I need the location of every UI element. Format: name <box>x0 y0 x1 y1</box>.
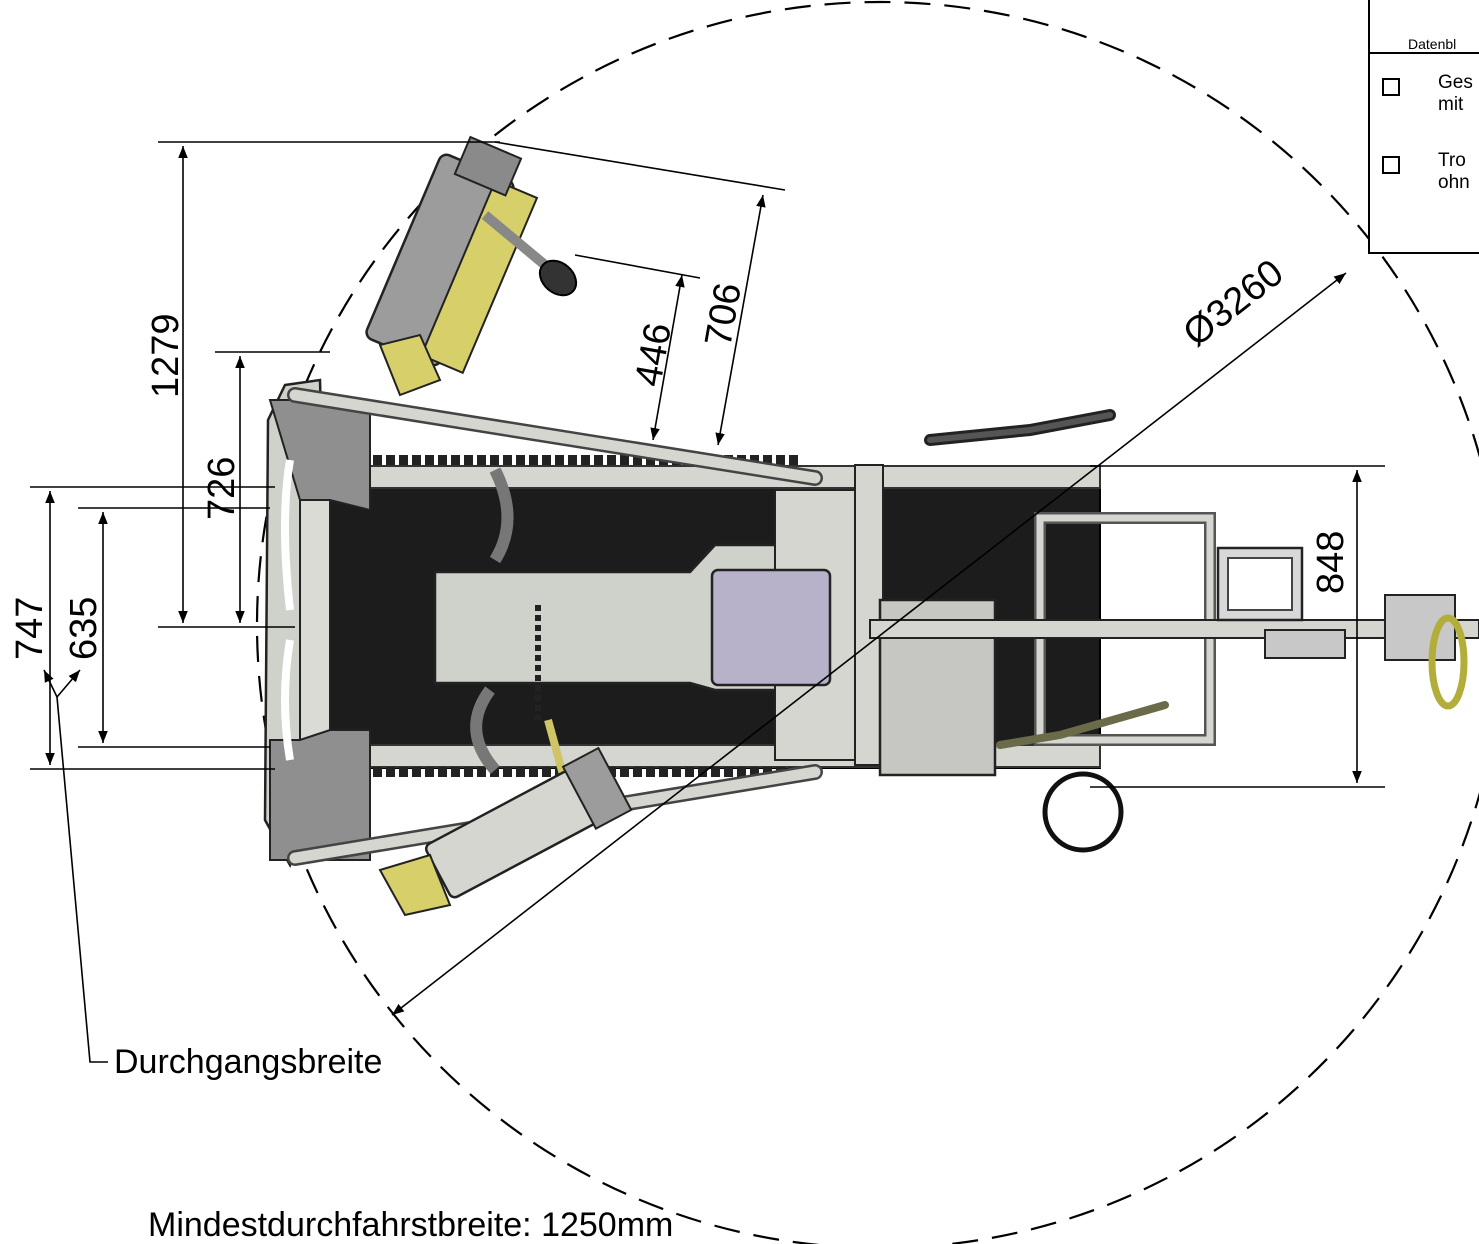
upper-control-arm <box>365 135 539 375</box>
clamp <box>1384 594 1456 661</box>
dim-706: 706 <box>698 280 750 350</box>
legend-header: Datenbl <box>1370 0 1479 54</box>
dim-726: 726 <box>201 457 243 520</box>
legend-header-text: Datenbl <box>1408 36 1457 52</box>
legend-box: Datenbl Ges mit Tro ohn <box>1368 0 1479 254</box>
control-panel <box>710 568 832 687</box>
dim-848: 848 <box>1310 531 1352 594</box>
dim-635: 635 <box>63 597 105 660</box>
legend-row-1-line1: Ges <box>1438 72 1473 93</box>
turning-circle <box>256 1 1479 1244</box>
legend-row-2-line1: Tro <box>1438 150 1466 171</box>
cable-coil <box>1428 614 1468 710</box>
legend-row-2-line2: ohn <box>1438 172 1470 193</box>
dimension-lines <box>30 141 1385 1063</box>
cable-ring <box>1042 771 1124 853</box>
dim-446: 446 <box>628 320 680 390</box>
bumper-left-bottom <box>269 729 371 861</box>
legend-row-1-line2: mit <box>1438 94 1464 115</box>
min-width-label: Mindestdurchfahrstbreite: 1250mm <box>148 1206 673 1244</box>
dim-diameter-3260: Ø3260 <box>1176 252 1292 355</box>
legend-row-2[interactable]: Tro ohn <box>1382 150 1479 204</box>
passage-width-label: Durchgangsbreite <box>114 1043 382 1081</box>
dim-747: 747 <box>9 597 51 660</box>
checkbox-icon[interactable] <box>1382 156 1400 174</box>
hitch-plate <box>1264 629 1346 659</box>
dim-1279: 1279 <box>145 313 187 398</box>
checkbox-icon[interactable] <box>1382 78 1400 96</box>
legend-row-1[interactable]: Ges mit <box>1382 72 1479 126</box>
knob-shaft <box>481 211 549 269</box>
machine-top-view <box>263 135 1479 917</box>
